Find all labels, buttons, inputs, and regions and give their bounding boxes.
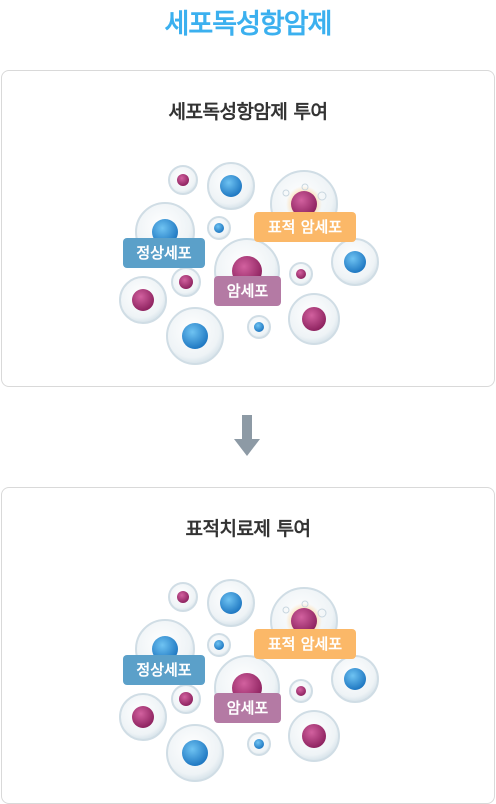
target-cancer-cell-tag: 표적 암세포 xyxy=(254,212,356,242)
cancer-cell xyxy=(119,693,167,741)
normal-cell xyxy=(168,165,198,195)
cancer-cell xyxy=(288,710,340,762)
normal-cell xyxy=(207,216,231,240)
cancer-cell xyxy=(119,276,167,324)
cancer-cell xyxy=(288,293,340,345)
normal-cell-tag: 정상세포 xyxy=(123,238,205,268)
normal-cell xyxy=(166,724,224,782)
cancer-cell xyxy=(289,679,313,703)
normal-cell xyxy=(207,162,255,210)
normal-cell xyxy=(331,655,379,703)
page-title: 세포독성항암제 xyxy=(164,9,333,40)
normal-cell xyxy=(207,579,255,627)
normal-cell xyxy=(247,732,271,756)
target-cancer-cell-tag: 표적 암세포 xyxy=(254,629,356,659)
normal-cell xyxy=(166,307,224,365)
cancer-cell xyxy=(289,262,313,286)
normal-cell xyxy=(331,238,379,286)
normal-cell-tag: 정상세포 xyxy=(123,655,205,685)
cell-cluster-illustration xyxy=(119,579,379,782)
panel-cytotoxic: 세포독성항암제 투여 xyxy=(1,70,495,387)
normal-cell xyxy=(207,633,231,657)
cell-cluster-illustration xyxy=(119,162,379,365)
cancer-cell-tag: 암세포 xyxy=(214,276,281,306)
panel-targeted: 표적치료제 투여 xyxy=(1,487,495,804)
arrow-down-icon xyxy=(234,415,260,456)
cancer-cell-tag: 암세포 xyxy=(214,693,281,723)
panel-title: 표적치료제 투여 xyxy=(185,518,311,540)
normal-cell xyxy=(168,582,198,612)
cancer-cell xyxy=(171,267,201,297)
normal-cell xyxy=(247,315,271,339)
cancer-cell xyxy=(171,684,201,714)
panel-title: 세포독성항암제 투여 xyxy=(168,101,328,123)
